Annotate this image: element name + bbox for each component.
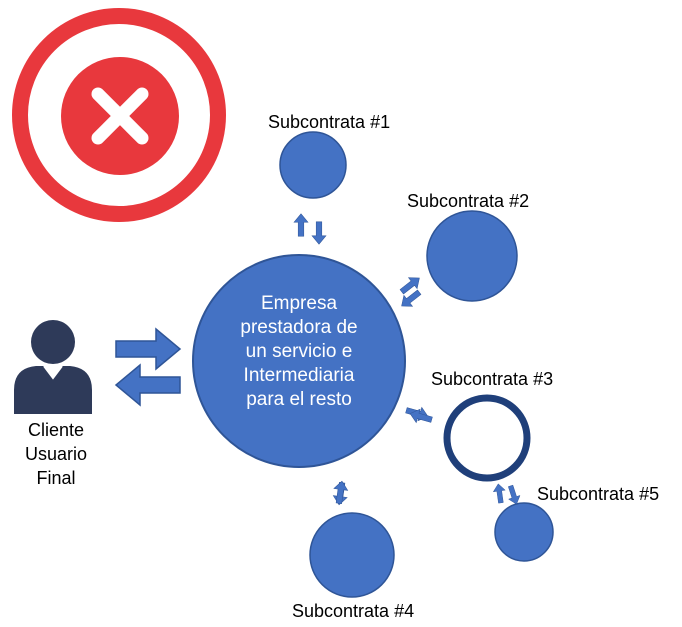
arrow-sub4-to-company [331,479,350,505]
subcontrata-5-label: Subcontrata #5 [537,484,660,504]
subcontrata-4-node [309,512,395,598]
arrow-company-to-sub1 [293,213,309,237]
client-line: Usuario [24,444,88,464]
subcontrata-2-label: Subcontrata #2 [407,191,530,211]
subcontrata-2-node [426,210,518,302]
subcontrata-5-node [494,502,554,562]
center-line: un servicio e [245,341,353,362]
subcontrata-3-label: Subcontrata #3 [431,369,554,389]
subcontrata-3-node [443,394,531,482]
central-company-label: Empresa prestadora de un servicio e Inte… [193,292,405,412]
client-line: Cliente [27,420,85,440]
subcontrata-1-label: Subcontrata #1 [268,112,391,132]
subcontrata-1-node [279,131,347,199]
arrow-sub5-to-sub3 [491,482,508,505]
arrow-client-to-company [115,328,181,370]
arrow-company-to-client [115,364,181,406]
center-line: prestadora de [240,317,358,338]
subcontrata-4-label: Subcontrata #4 [292,601,415,621]
client-label: Cliente Usuario Final [8,418,104,490]
central-company-node [192,254,406,468]
arrow-sub1-to-company [311,221,327,245]
center-line: Empresa [260,293,338,314]
person-icon [14,320,92,414]
forbidden-x-icon [12,8,226,222]
client-line: Final [36,468,76,488]
center-line: Intermediaria [243,365,355,386]
center-line: para el resto [246,389,352,410]
